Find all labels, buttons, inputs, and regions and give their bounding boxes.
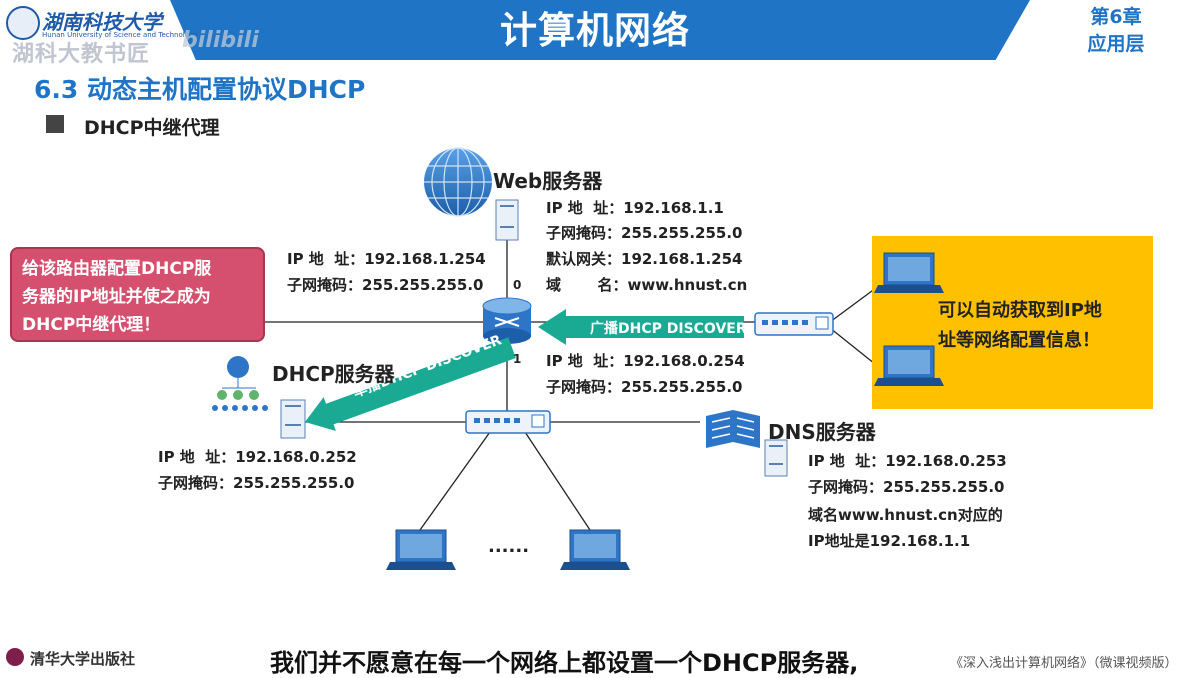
web-server-domain: 域 名：www.hnust.cn <box>546 276 748 294</box>
chapter-number: 第6章 <box>1090 6 1142 28</box>
watermark: 湖科大教书匠 <box>12 42 151 67</box>
callout-line: DHCP中继代理！ <box>22 315 161 335</box>
dns-server-title: DNS服务器 <box>768 420 876 444</box>
router-if0-number: 0 <box>513 278 522 292</box>
web-server-ip: IP 地 址：192.168.1.1 <box>546 199 724 217</box>
laptop-icon <box>560 529 630 570</box>
dns-server-mask: 子网掩码：255.255.255.0 <box>808 478 1005 496</box>
dhcp-server-icon <box>280 399 306 439</box>
web-server-gateway: 默认网关：192.168.1.254 <box>546 250 743 268</box>
broadcast-label: 广播DHCP DISCOVER <box>590 321 747 337</box>
web-server-icon <box>495 199 519 241</box>
web-server-title: Web服务器 <box>493 169 603 193</box>
press-logo-icon <box>6 648 24 666</box>
router-if1-number: 1 <box>513 352 522 366</box>
dhcp-people-icon <box>212 356 268 411</box>
press-name: 清华大学出版社 <box>30 650 136 668</box>
router-if0-ip: IP 地 址：192.168.1.254 <box>287 250 486 268</box>
globe-icon <box>424 147 492 217</box>
dhcp-server-title: DHCP服务器 <box>272 362 395 386</box>
section-title: 6.3 动态主机配置协议DHCP <box>34 75 366 104</box>
more-hosts-ellipsis: ...... <box>488 536 530 557</box>
unicast-arrow <box>305 337 516 431</box>
page-title: 计算机网络 <box>500 9 690 52</box>
chapter-name: 应用层 <box>1087 33 1145 55</box>
dns-server-ip: IP 地 址：192.168.0.253 <box>808 452 1007 470</box>
video-subtitle: 我们并不愿意在每一个网络上都设置一个DHCP服务器, <box>270 649 859 677</box>
university-english-name: Hunan University of Science and Technolo… <box>42 31 198 39</box>
dns-note-line1: 域名www.hnust.cn对应的 <box>808 506 1003 524</box>
info-line: 址等网络配置信息！ <box>938 330 1100 351</box>
header-banner <box>170 0 1030 60</box>
relay-agent-callout: 给该路由器配置DHCP服 务器的IP地址并使之成为 DHCP中继代理！ <box>10 247 265 342</box>
bilibili-watermark: bilibili <box>182 28 259 53</box>
info-line: 可以自动获取到IP地 <box>938 300 1102 321</box>
laptop-icon <box>874 345 944 386</box>
university-logo-icon <box>6 6 40 40</box>
web-server-mask: 子网掩码：255.255.255.0 <box>546 224 743 242</box>
router-if1-mask: 子网掩码：255.255.255.0 <box>546 378 743 396</box>
university-name: 湖南科技大学 <box>42 10 162 34</box>
book-title: 《深入浅出计算机网络》（微课视频版） <box>950 656 1178 671</box>
chapter-label: 第6章 应用层 <box>1080 4 1152 60</box>
bullet-square-icon <box>46 115 64 133</box>
dns-note-line2: IP地址是192.168.1.1 <box>808 532 971 550</box>
switch-right-icon <box>754 312 834 336</box>
callout-line: 务器的IP地址并使之成为 <box>22 287 211 307</box>
info-box-text: 可以自动获取到IP地 址等网络配置信息！ <box>938 296 1138 356</box>
dns-book-icon <box>706 410 760 448</box>
switch-bottom-icon <box>465 410 551 434</box>
laptop-icon <box>386 529 456 570</box>
dhcp-server-ip: IP 地 址：192.168.0.252 <box>158 448 357 466</box>
laptop-icon <box>874 252 944 293</box>
callout-line: 给该路由器配置DHCP服 <box>22 259 212 279</box>
router-if0-mask: 子网掩码：255.255.255.0 <box>287 276 484 294</box>
dns-server-icon <box>764 439 788 477</box>
footer-bar <box>0 636 1194 673</box>
router-icon <box>482 297 532 344</box>
router-if1-ip: IP 地 址：192.168.0.254 <box>546 352 745 370</box>
broadcast-arrow <box>538 309 744 345</box>
dhcp-server-mask: 子网掩码：255.255.255.0 <box>158 474 355 492</box>
bullet-heading: DHCP中继代理 <box>84 117 220 139</box>
